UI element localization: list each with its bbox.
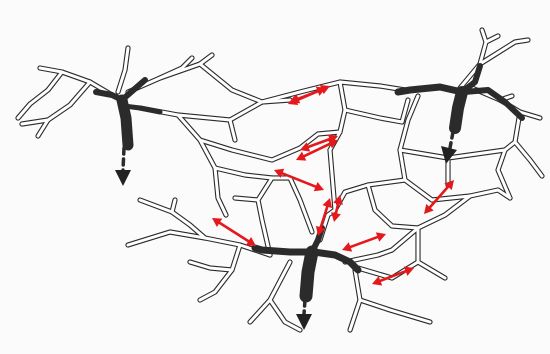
bottom-outflow-dash — [304, 300, 305, 314]
center-left — [96, 80, 160, 186]
right-outflow-dash — [450, 132, 453, 148]
right-limb-west — [398, 87, 462, 92]
red-arrow-shaft — [349, 236, 379, 247]
left-limb-north — [122, 80, 145, 100]
bottom-trunk — [306, 252, 312, 296]
center-bottom — [255, 228, 358, 330]
red-arrowhead-end — [331, 212, 341, 222]
bottom-limb-west — [255, 248, 312, 252]
red-arrowhead-start — [323, 198, 333, 208]
left-outflow-dash — [123, 148, 124, 170]
branch-network — [18, 30, 542, 330]
right-trunk — [455, 92, 462, 128]
bottom-limb-east — [314, 252, 358, 270]
red-double-arrow-icon — [342, 232, 386, 251]
branch-outlines — [18, 30, 542, 330]
left-outflow-arrow-icon — [115, 170, 131, 186]
